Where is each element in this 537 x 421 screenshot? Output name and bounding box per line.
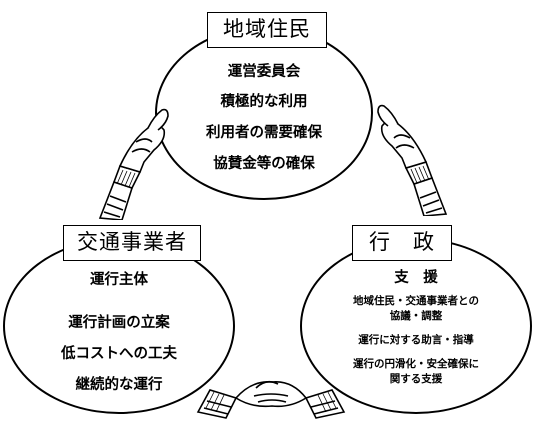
government-item-4: 運行の円滑化・安全確保に bbox=[353, 358, 479, 370]
resident-item-3: 利用者の需要確保 bbox=[206, 125, 322, 141]
operator-item-4: 継続的な運行 bbox=[75, 377, 163, 393]
resident-item-4: 協賛金等の確保 bbox=[213, 156, 315, 172]
resident-item-2: 積極的な利用 bbox=[220, 94, 308, 110]
handshake-icon bbox=[98, 108, 169, 220]
operator-label: 交通事業者 bbox=[63, 225, 201, 261]
government-circle bbox=[300, 238, 532, 414]
government-item-5: 関する支援 bbox=[389, 373, 443, 385]
handshake-icon bbox=[196, 380, 346, 419]
resident-item-1: 運営委員会 bbox=[227, 64, 301, 80]
government-item-2: 協議・調整 bbox=[389, 310, 443, 322]
government-label: 行 政 bbox=[352, 225, 452, 261]
operator-item-1: 運行主体 bbox=[90, 272, 148, 288]
resident-label: 地域住民 bbox=[207, 12, 327, 48]
resident-circle bbox=[155, 26, 373, 200]
operator-item-3: 低コストへの工夫 bbox=[61, 346, 177, 362]
operator-item-2: 運行計画の立案 bbox=[68, 315, 170, 331]
government-item-3: 運行に対する助言・指導 bbox=[358, 334, 474, 346]
government-heading: 支 援 bbox=[394, 270, 438, 286]
operator-items: 運行主体 運行計画の立案 低コストへの工夫 継続的な運行 bbox=[3, 0, 235, 421]
operator-circle bbox=[3, 238, 235, 414]
government-items: 支 援 地域住民・交通事業者との 協議・調整 運行に対する助言・指導 運行の円滑… bbox=[300, 0, 532, 421]
handshake-icon bbox=[377, 104, 448, 216]
government-item-1: 地域住民・交通事業者との bbox=[353, 295, 479, 307]
resident-items: 運営委員会 積極的な利用 利用者の需要確保 協賛金等の確保 bbox=[155, 0, 373, 200]
